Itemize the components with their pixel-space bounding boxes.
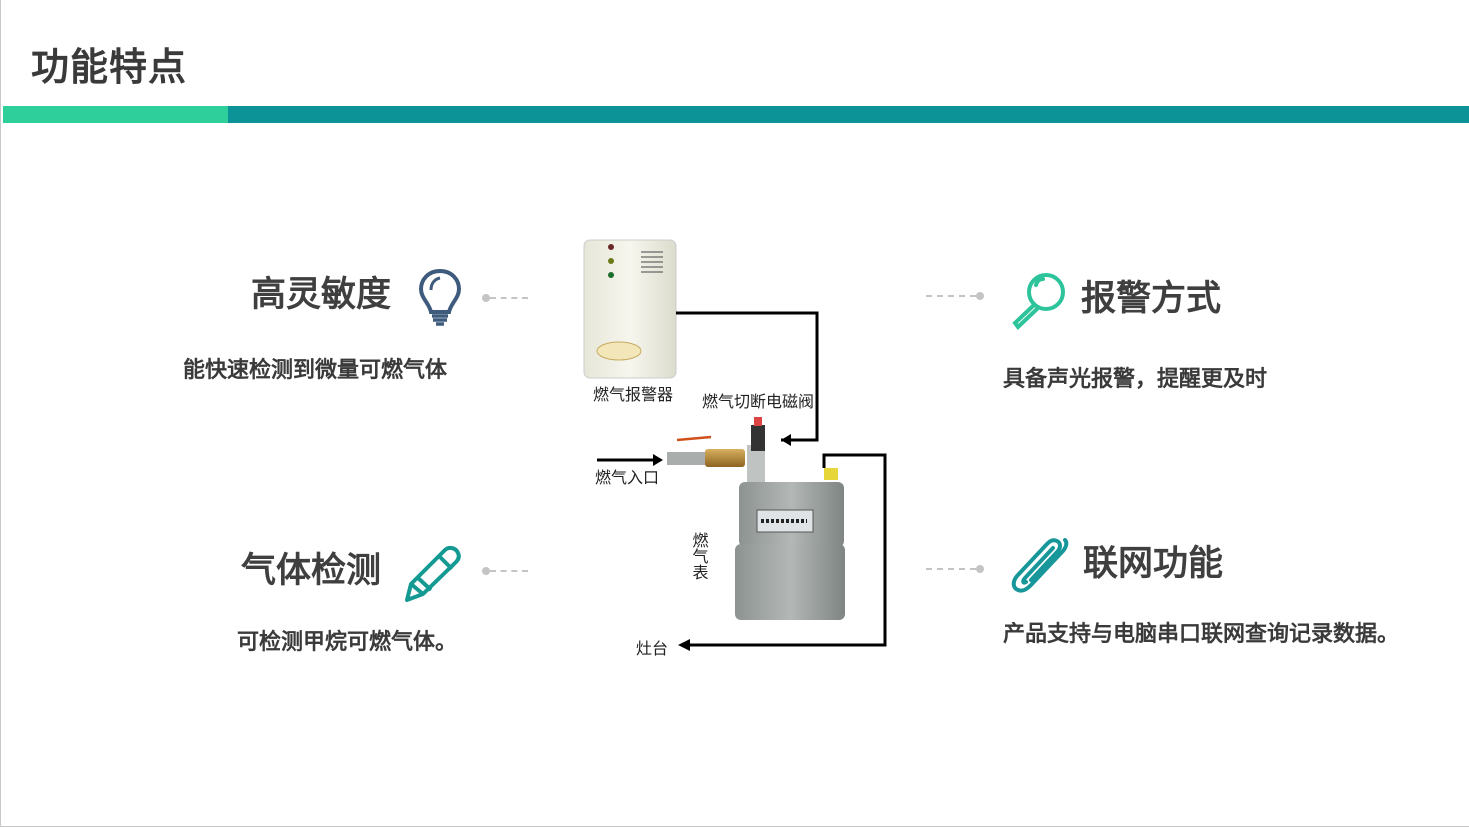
- page-title: 功能特点: [31, 45, 188, 89]
- stove-label: 灶台: [636, 639, 668, 658]
- meter-label: 燃气表: [690, 532, 709, 580]
- connector-dot: [976, 565, 984, 573]
- feature-heading-sensitivity: 高灵敏度: [251, 275, 392, 315]
- feature-description-network: 产品支持与电脑串口联网查询记录数据。: [1003, 622, 1400, 647]
- arrow-head: [653, 454, 663, 466]
- connector-dot: [482, 567, 490, 575]
- arrow-head: [678, 639, 690, 651]
- magnifier-icon: [1012, 273, 1065, 330]
- alarm-to-valve-wire: [676, 311, 819, 442]
- arrow-head: [781, 434, 791, 446]
- feature-description-alarm: 具备声光报警，提醒更及时: [1003, 367, 1268, 392]
- gas-alarm-device: [583, 239, 677, 379]
- paperclip-icon: [1011, 538, 1069, 593]
- connector-dash: [926, 295, 976, 297]
- inlet-label: 燃气入口: [595, 468, 659, 487]
- feature-heading-detection: 气体检测: [241, 551, 382, 591]
- meter-to-stove-line: [687, 453, 887, 647]
- title-divider-bar: [228, 106, 1469, 123]
- connector-dash: [490, 570, 528, 572]
- feature-description-detection: 可检测甲烷可燃气体。: [237, 630, 458, 655]
- connector-dot: [482, 294, 490, 302]
- pencil-icon: [405, 545, 461, 602]
- feature-heading-network: 联网功能: [1083, 544, 1224, 584]
- connector-dot: [976, 292, 984, 300]
- alarm-label: 燃气报警器: [593, 385, 673, 404]
- valve-label: 燃气切断电磁阀: [702, 392, 814, 411]
- connector-dash: [926, 568, 976, 570]
- gas-system-diagram: 燃气报警器 燃气切断电磁阀 燃气入口 燃气表 灶台: [583, 239, 887, 658]
- lightbulb-icon: [418, 268, 462, 326]
- valve-and-pipe: [667, 417, 765, 485]
- feature-description-sensitivity: 能快速检测到微量可燃气体: [183, 358, 448, 383]
- gas-meter: [735, 468, 845, 620]
- connector-dash: [490, 297, 528, 299]
- feature-heading-alarm: 报警方式: [1081, 279, 1222, 319]
- title-accent-bar: [3, 106, 228, 123]
